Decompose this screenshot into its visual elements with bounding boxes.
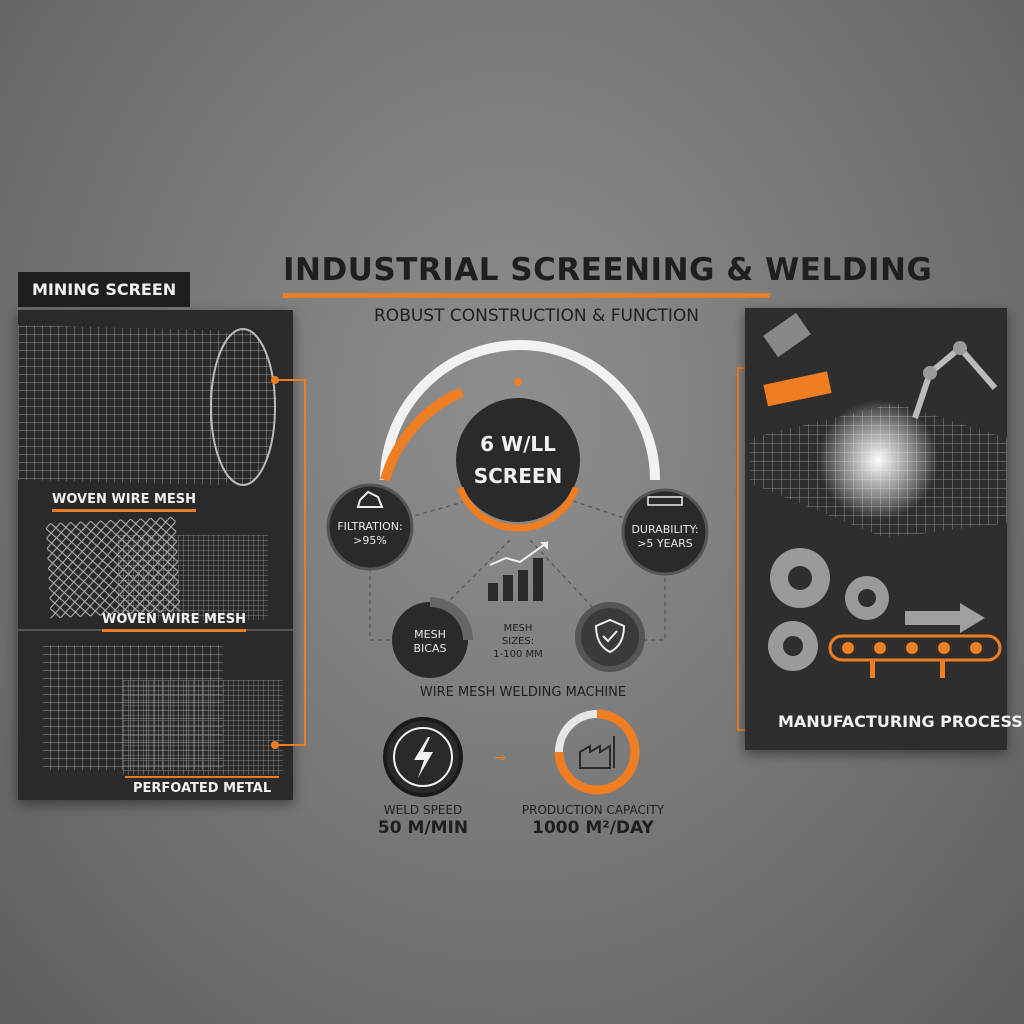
mesh-line-1: MESH	[414, 628, 446, 641]
durability-label: DURABILITY: >5 YEARS	[625, 523, 705, 551]
shield-check-icon	[594, 618, 626, 654]
lightning-icon	[414, 737, 433, 778]
page-subtitle: ROBUST CONSTRUCTION & FUNCTION	[374, 306, 700, 326]
mining-screen-tag: MINING SCREEN	[18, 272, 191, 307]
filtration-line-2: >95%	[353, 534, 387, 547]
right-process-panel	[745, 308, 1007, 750]
rolled-mesh	[18, 325, 277, 486]
durability-line-2: >5 YEARS	[637, 537, 693, 550]
hub-line-2: SCREEN	[473, 464, 563, 488]
weld-speed-value: 50 M/MIN	[377, 818, 469, 838]
hub-line-1: 6 W/LL	[480, 432, 556, 456]
manufacturing-process-caption: MANUFACTURING PROCESS	[778, 712, 1023, 731]
perforated-metal-caption: PERFOATED METAL	[125, 776, 280, 799]
mesh-illustrations	[18, 325, 293, 775]
mesh-sizes-label: MESH SIZES: 1-100 MM	[478, 622, 558, 661]
conveyor-belt	[828, 634, 1002, 678]
ruler-icon	[647, 496, 683, 506]
welding-torch-icon	[763, 312, 832, 407]
hub-label: 6 W/LL SCREEN	[456, 428, 580, 492]
perforated-sheets	[43, 645, 283, 775]
gear-icon	[768, 548, 889, 671]
mesh-label: MESH BICAS	[400, 628, 460, 656]
woven-wire-mesh-caption-1: WOVEN WIRE MESH	[52, 492, 197, 512]
filtration-line-1: FILTRATION:	[337, 520, 403, 533]
filtration-node	[326, 483, 414, 571]
left-mesh-panel	[18, 310, 293, 800]
weld-spark	[818, 400, 938, 520]
hub-circle	[456, 398, 580, 522]
flow-arrow: →	[494, 750, 506, 766]
durability-line-1: DURABILITY:	[631, 523, 699, 536]
arrow-icon	[905, 603, 985, 633]
welding-machine-label: WIRE MESH WELDING MACHINE	[419, 685, 627, 700]
woven-wire-mesh-caption-2: WOVEN WIRE MESH	[102, 612, 247, 632]
mesh-line-2: BICAS	[413, 642, 447, 655]
title-underline	[283, 293, 770, 298]
mesh-sizes-line-2: SIZES:	[501, 636, 535, 647]
robot-arm-icon	[912, 341, 998, 419]
mesh-sizes-line-1: MESH	[503, 623, 533, 634]
progress-arc-track	[380, 340, 660, 481]
durability-node	[621, 488, 709, 576]
weld-speed-label: WELD SPEED	[383, 803, 463, 817]
shield-node	[575, 602, 645, 672]
woven-sheets	[45, 516, 268, 620]
mesh-node	[392, 602, 468, 678]
rock-icon	[356, 490, 384, 508]
factory-icon	[579, 736, 615, 769]
production-gauge	[554, 709, 640, 795]
production-capacity-value: 1000 M²/DAY	[532, 818, 654, 838]
process-illustrations	[750, 312, 1007, 678]
progress-arc-fill	[380, 387, 465, 482]
production-capacity-label: PRODUCTION CAPACITY	[521, 803, 665, 817]
bar-chart-icon	[488, 541, 549, 601]
mesh-sizes-line-3: 1-100 MM	[493, 649, 543, 660]
filtration-label: FILTRATION: >95%	[330, 520, 410, 548]
